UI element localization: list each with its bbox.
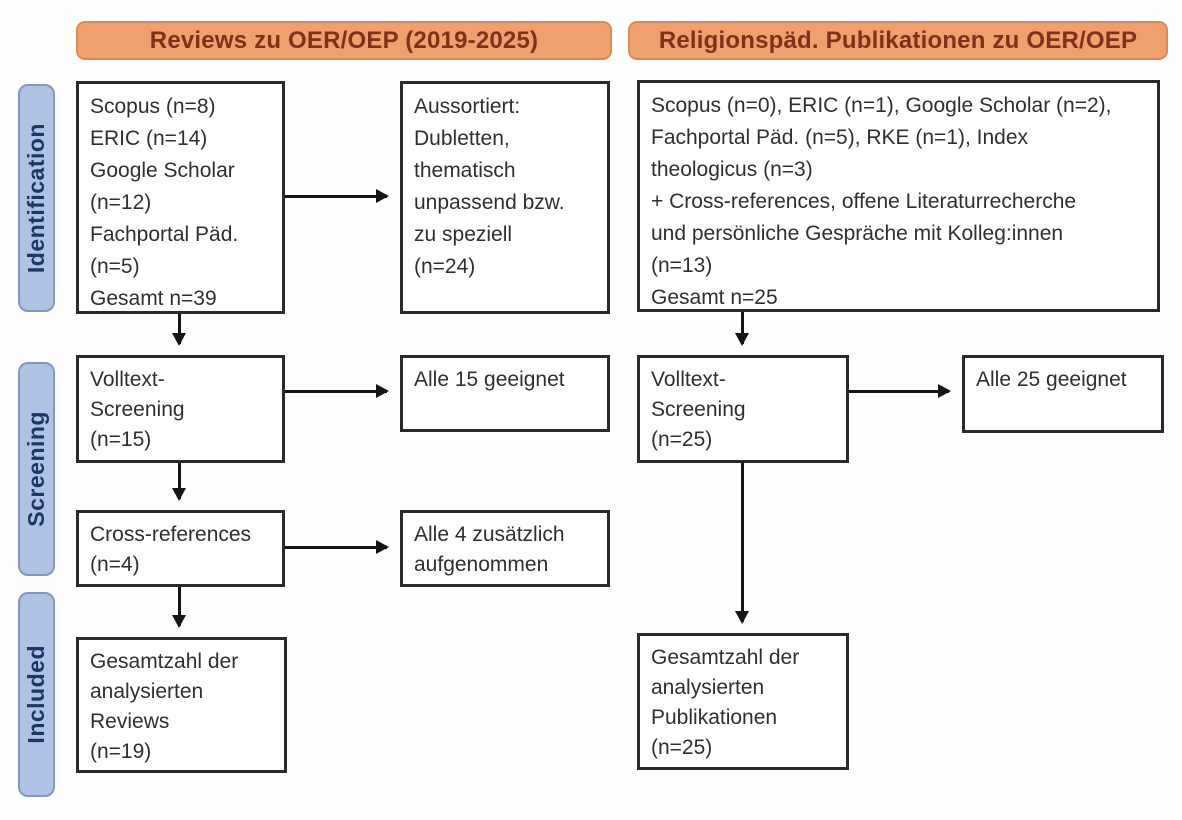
box-right-included-total: Gesamtzahl der analysierten Publikatione… bbox=[637, 633, 849, 770]
stage-label-included: Included bbox=[23, 645, 49, 744]
box-left-included-total: Gesamtzahl der analysierten Reviews (n=1… bbox=[76, 637, 287, 773]
arrow-right-fulltext-to-included bbox=[735, 463, 749, 624]
banner-religionspaed-column: Religionspäd. Publikationen zu OER/OEP bbox=[628, 21, 1168, 60]
arrow-left-crossref-to-result bbox=[285, 540, 389, 554]
box-left-fulltext-screening: Volltext- Screening (n=15) bbox=[76, 355, 285, 463]
box-left-cross-references-result: Alle 4 zusätzlich aufgenommen bbox=[400, 510, 610, 587]
arrow-left-fulltext-to-result bbox=[285, 384, 389, 398]
arrow-right-fulltext-to-result bbox=[849, 384, 951, 398]
box-left-sources: Scopus (n=8) ERIC (n=14) Google Scholar … bbox=[76, 81, 285, 314]
stage-pill-screening: Screening bbox=[18, 362, 55, 576]
box-right-fulltext-result: Alle 25 geeignet bbox=[962, 355, 1164, 433]
stage-pill-included: Included bbox=[18, 592, 55, 797]
box-right-fulltext-screening: Volltext- Screening (n=25) bbox=[637, 355, 849, 463]
stage-label-identification: Identification bbox=[23, 122, 49, 274]
box-right-sources: Scopus (n=0), ERIC (n=1), Google Scholar… bbox=[637, 80, 1160, 312]
box-left-fulltext-result: Alle 15 geeignet bbox=[400, 355, 610, 432]
arrow-left-sources-to-excluded bbox=[285, 189, 389, 203]
arrow-left-sources-to-fulltext bbox=[172, 314, 186, 346]
stage-pill-identification: Identification bbox=[18, 84, 55, 312]
arrow-right-sources-to-fulltext bbox=[735, 312, 749, 346]
stage-label-screening: Screening bbox=[23, 411, 49, 527]
box-left-cross-references: Cross-references (n=4) bbox=[76, 510, 285, 587]
arrow-left-fulltext-to-crossref bbox=[172, 463, 186, 501]
banner-reviews-column: Reviews zu OER/OEP (2019-2025) bbox=[76, 21, 612, 60]
arrow-left-crossref-to-included bbox=[172, 587, 186, 628]
box-left-excluded: Aussortiert: Dubletten, thematisch unpas… bbox=[400, 81, 610, 314]
